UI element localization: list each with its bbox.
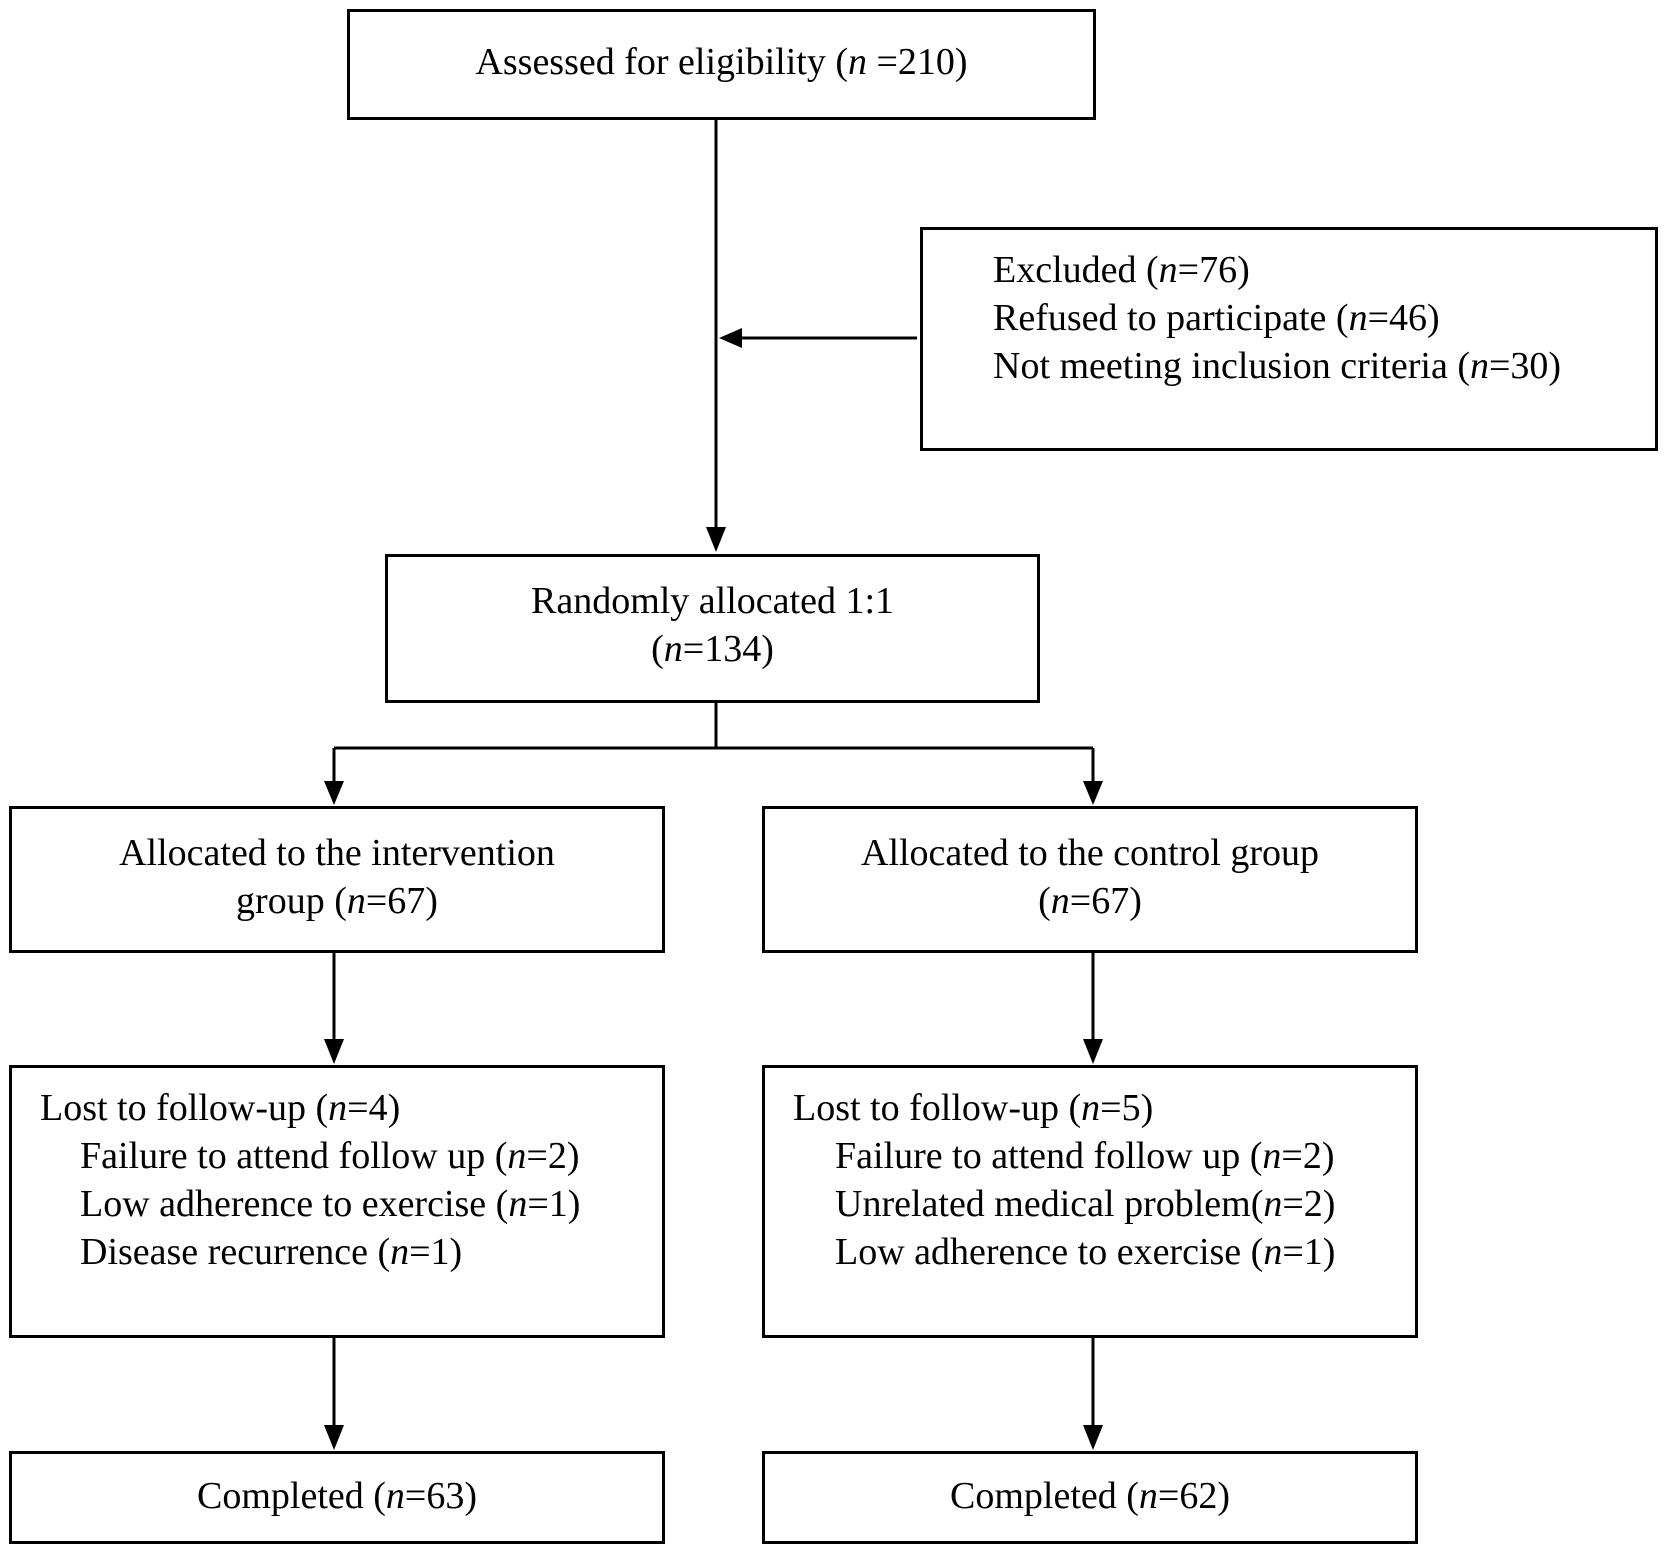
excluded-box: Excluded (n=76) Refused to participate (… <box>920 227 1658 451</box>
randomized-line1: Randomly allocated 1:1 <box>530 580 895 622</box>
assessed-text: Assessed for eligibility (n =210) <box>475 41 968 83</box>
arrowhead-control-lost <box>1083 1039 1103 1064</box>
intervention-group-line1: Allocated to the intervention <box>119 832 555 874</box>
intervention-lost-item-2: Low adherence to exercise (n=1) <box>80 1183 581 1225</box>
randomized-line2: (n=134) <box>651 628 774 670</box>
intervention-completed-box: Completed (n=63) <box>9 1451 665 1544</box>
intervention-lost-item-3: Disease recurrence (n=1) <box>80 1231 463 1273</box>
control-lost-item-3: Low adherence to exercise (n=1) <box>835 1231 1336 1273</box>
assessed-box: Assessed for eligibility (n =210) <box>347 9 1096 120</box>
arrowhead-excluded <box>719 328 742 348</box>
intervention-completed-text: Completed (n=63) <box>197 1475 477 1517</box>
intervention-lost-item-1: Failure to attend follow up (n=2) <box>80 1135 580 1177</box>
excluded-line-criteria: Not meeting inclusion criteria (n=30) <box>993 345 1562 387</box>
control-completed-box: Completed (n=62) <box>762 1451 1418 1544</box>
intervention-group-line2: group (n=67) <box>236 880 438 922</box>
control-group-line1: Allocated to the control group <box>861 832 1319 874</box>
control-lost-header: Lost to follow-up (n=5) <box>793 1087 1154 1129</box>
control-lost-item-2: Unrelated medical problem(n=2) <box>835 1183 1336 1225</box>
intervention-lost-header: Lost to follow-up (n=4) <box>40 1087 401 1129</box>
arrowhead-randomized <box>706 527 726 552</box>
arrowhead-intervention <box>324 781 344 805</box>
randomized-box: Randomly allocated 1:1 (n=134) <box>385 554 1040 703</box>
control-lost-box: Lost to follow-up (n=5) Failure to atten… <box>762 1065 1418 1338</box>
intervention-lost-box: Lost to follow-up (n=4) Failure to atten… <box>9 1065 665 1338</box>
control-completed-text: Completed (n=62) <box>950 1475 1230 1517</box>
excluded-line-refused: Refused to participate (n=46) <box>993 297 1440 339</box>
arrowhead-control <box>1083 781 1103 805</box>
control-lost-item-1: Failure to attend follow up (n=2) <box>835 1135 1335 1177</box>
intervention-group-box: Allocated to the intervention group (n=6… <box>9 806 665 953</box>
arrowhead-intervention-completed <box>324 1425 344 1450</box>
control-group-line2: (n=67) <box>1038 880 1142 922</box>
arrowhead-intervention-lost <box>324 1039 344 1064</box>
excluded-line-total: Excluded (n=76) <box>993 249 1250 291</box>
control-group-box: Allocated to the control group (n=67) <box>762 806 1418 953</box>
arrowhead-control-completed <box>1083 1425 1103 1450</box>
